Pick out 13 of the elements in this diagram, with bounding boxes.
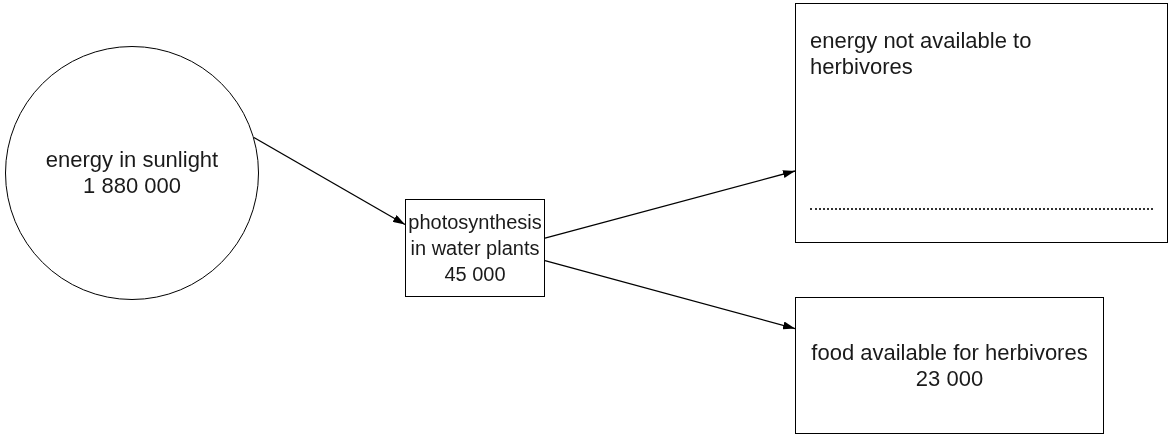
process-box (405, 199, 545, 297)
node-text: food available for herbivores (811, 339, 1088, 366)
node-text: photosynthesis in water plants (407, 210, 543, 261)
node-text: 45 000 (444, 262, 506, 287)
process-box (795, 297, 1104, 434)
node-text: 1 880 000 (83, 173, 181, 199)
node-text: 23 000 (915, 365, 984, 392)
node-text: energy in sunlight (45, 147, 219, 173)
node-text: energy not available to herbivores (810, 28, 1033, 80)
arrow (544, 260, 796, 330)
process-box (795, 3, 1168, 243)
arrow (253, 136, 406, 226)
arrow (544, 170, 796, 239)
